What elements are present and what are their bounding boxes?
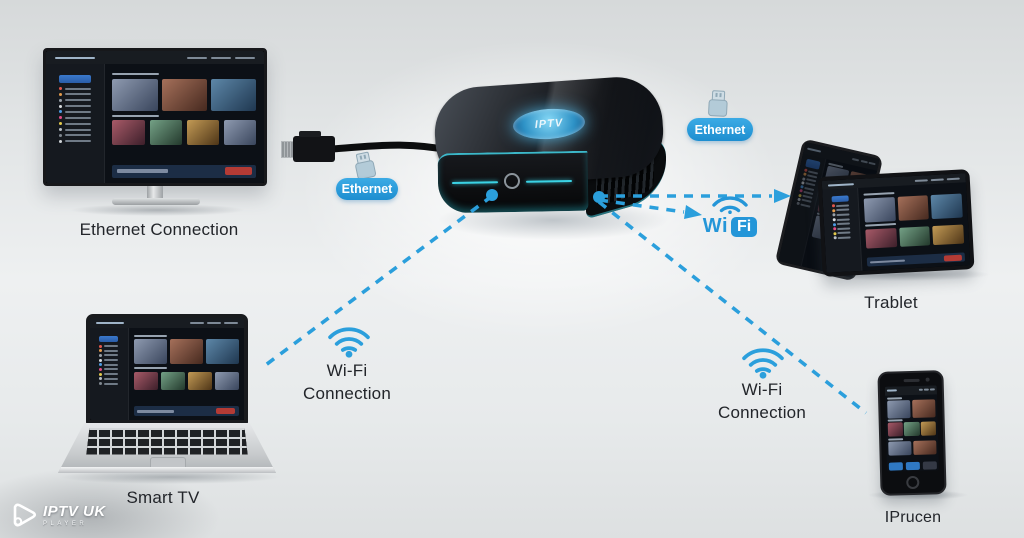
tv-stand-base [112, 198, 200, 205]
brand-title: IPTV UK [43, 502, 106, 520]
connection-dot-left [486, 189, 498, 201]
brand-logo: IPTV UK PLAYER [8, 500, 106, 530]
ethernet-plug-icon-left [355, 151, 377, 180]
tablet-caption: Trablet [864, 293, 918, 312]
arrowhead-to-tablet [774, 189, 791, 203]
wifi-icon-left [328, 327, 370, 358]
tv-device [43, 48, 267, 186]
laptop-screen [90, 318, 244, 420]
arrowhead-to-wifi-logo [684, 205, 702, 219]
play-logo-icon [13, 503, 37, 527]
laptop-keyboard-deck [58, 423, 276, 473]
tv-shadow [70, 204, 245, 216]
dashed-line-box-to-laptop [261, 194, 494, 369]
ethernet-badge-left: Ethernet [336, 178, 398, 200]
connection-dot-right [593, 191, 605, 203]
laptop-shadow [60, 470, 280, 484]
tv-screen [46, 51, 264, 183]
wifi-logo-arcs-icon [712, 196, 748, 214]
wifi-icon-right [742, 348, 784, 379]
wifi-caption-left-line2: Connection [302, 384, 391, 403]
wifi-logo-wi: Wi [702, 215, 729, 237]
dashed-line-box-to-phone [597, 200, 868, 415]
laptop-lid [86, 314, 248, 424]
ethernet-badge-right: Ethernet [687, 118, 753, 141]
wifi-caption-left-line1: Wi-Fi [326, 361, 368, 380]
wifi-logo-fi: Fi [731, 216, 758, 237]
ethernet-plug-icon-right [708, 90, 728, 117]
rj45-connector-icon [281, 131, 335, 162]
wifi-caption-right-line2: Connection [717, 403, 806, 422]
wifi-caption-right: Wi-Fi Connection [702, 378, 822, 424]
brand-subtitle: PLAYER [43, 520, 88, 527]
dashed-line-box-to-wifi-logo [598, 198, 685, 214]
tv-stand-neck [147, 186, 163, 199]
phone-caption: IPrucen [884, 509, 942, 526]
wifi-logo: Wi Fi [693, 196, 767, 238]
laptop-caption: Smart TV [126, 488, 200, 507]
laptop-keyboard [86, 427, 248, 455]
wifi-caption-right-line1: Wi-Fi [741, 380, 783, 399]
phone-shadow [868, 490, 968, 500]
wifi-caption-left: Wi-Fi Connection [287, 359, 407, 405]
tv-caption: Ethernet Connection [79, 220, 239, 239]
